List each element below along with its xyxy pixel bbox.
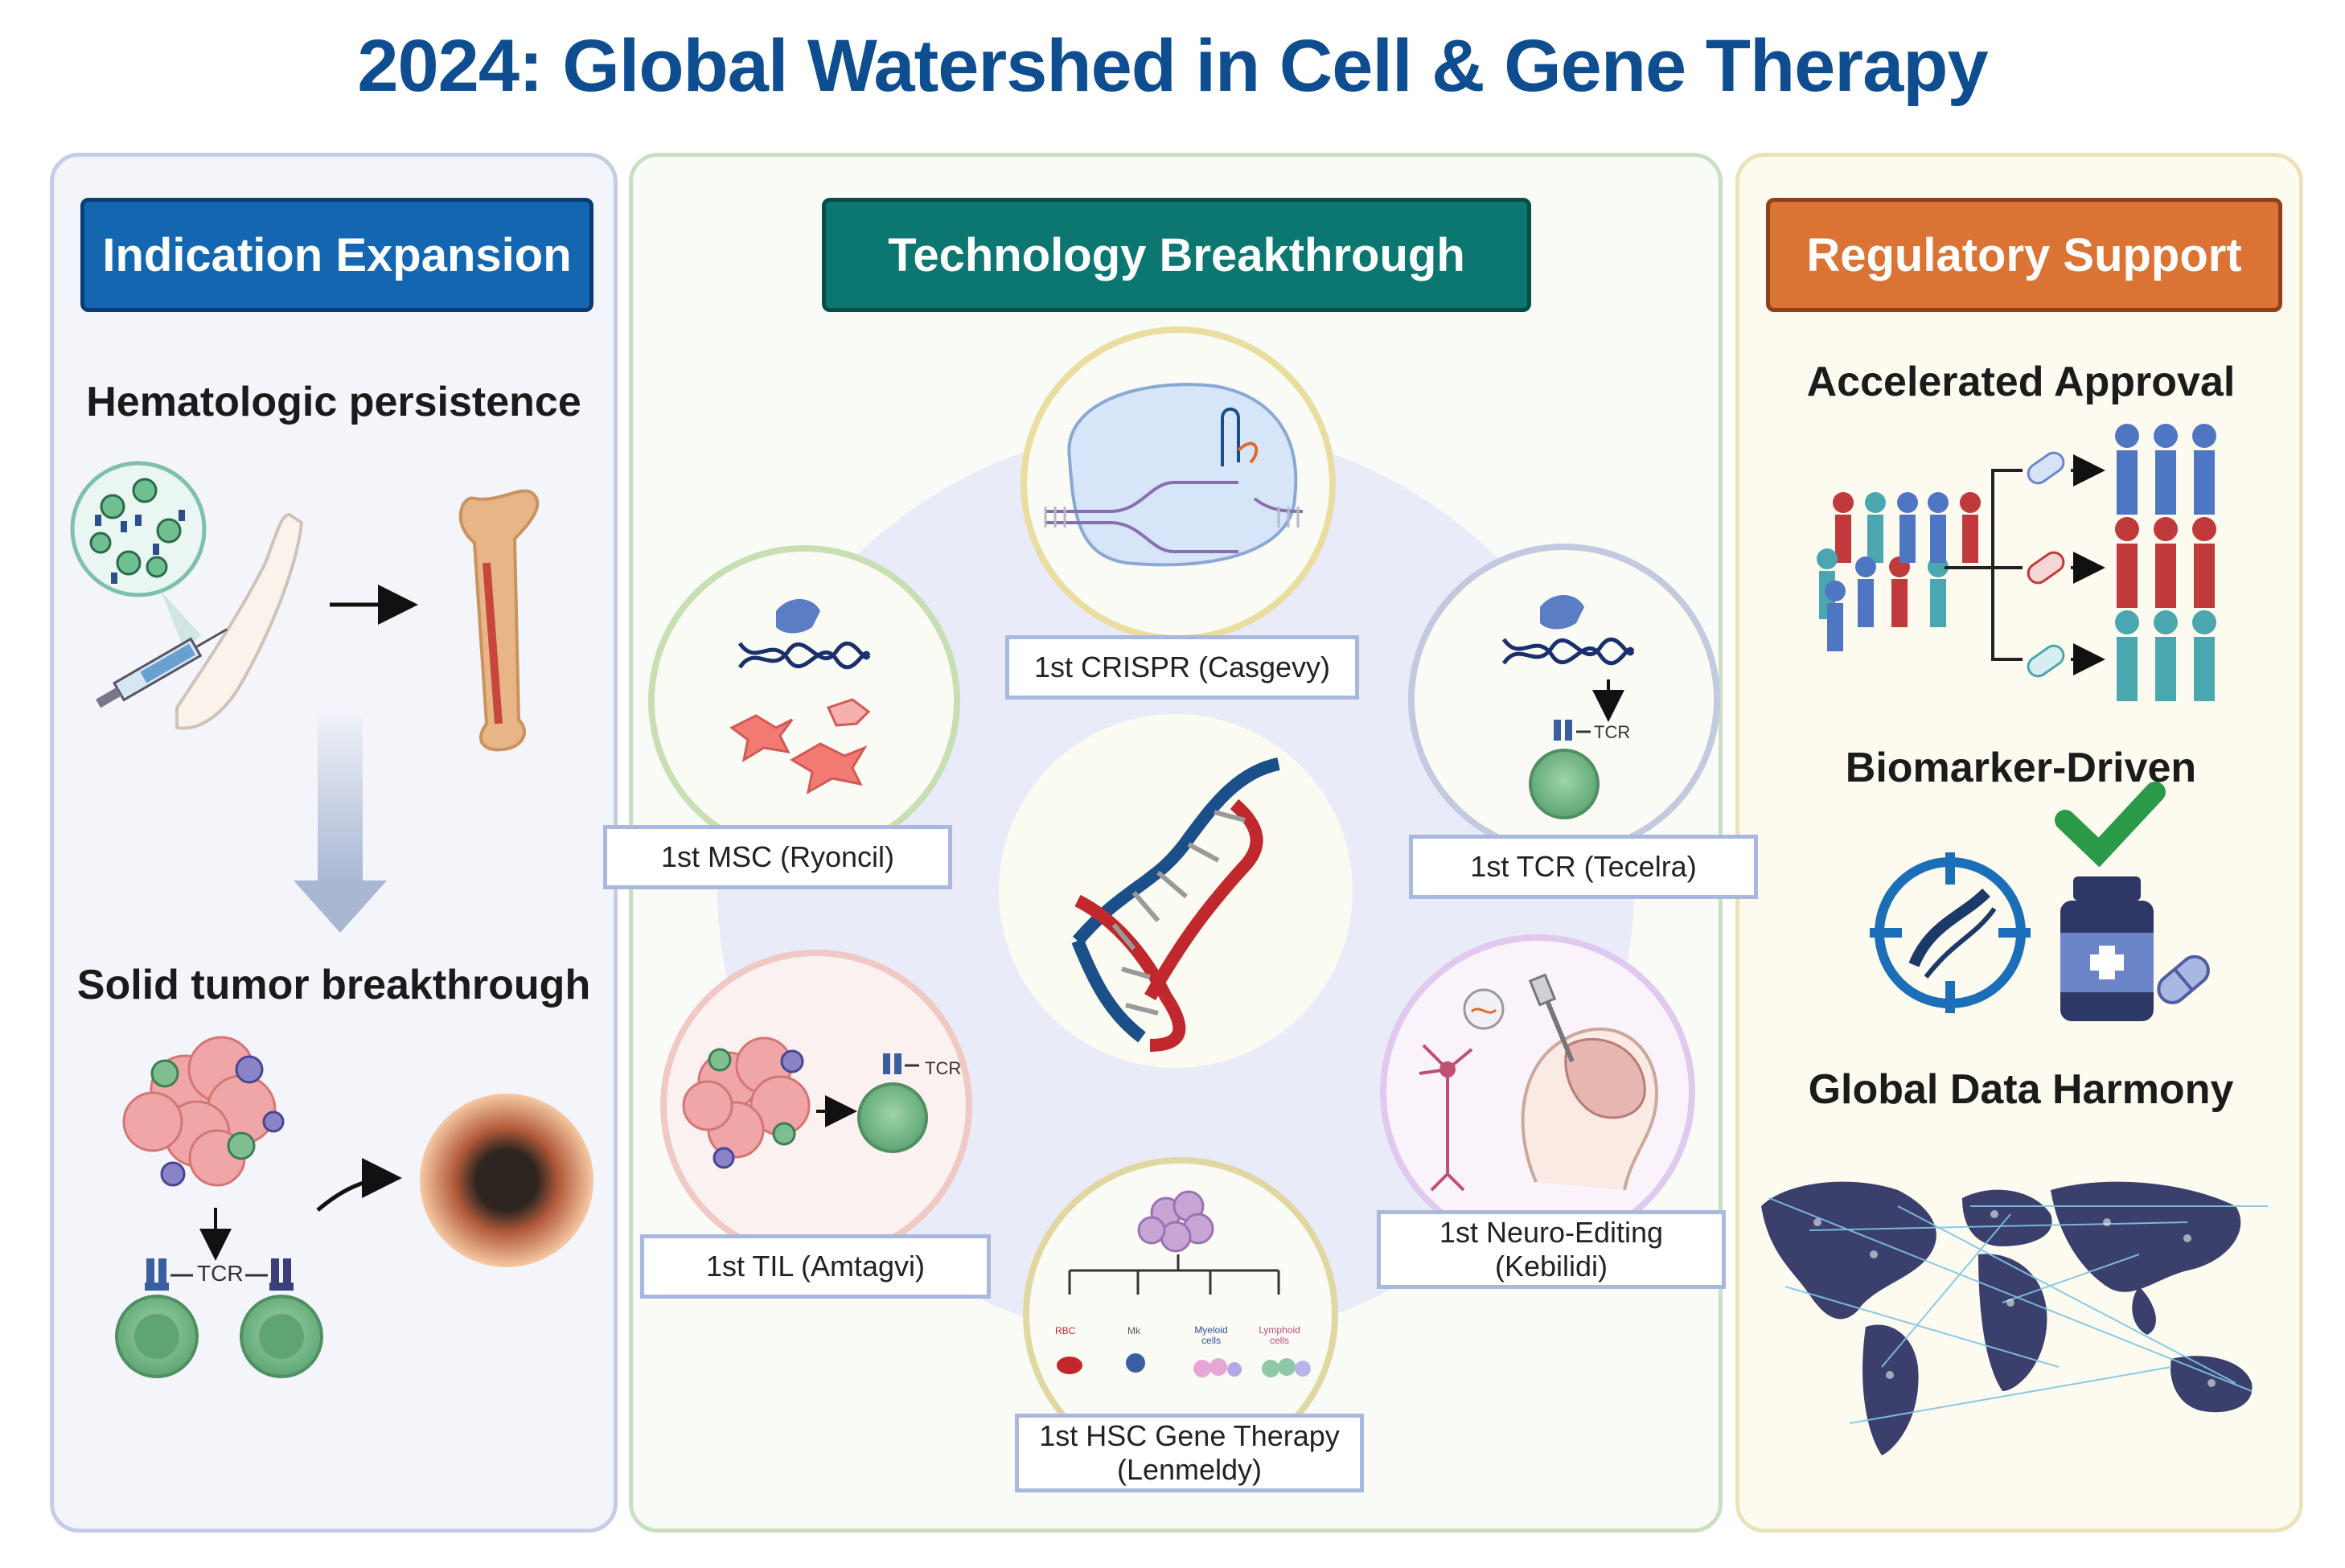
capsule-icon bbox=[2157, 954, 2210, 1004]
lineage-lymphoid-label: Lymphoid cells bbox=[1259, 1324, 1300, 1346]
indication-expansion-header: Indication Expansion bbox=[80, 198, 593, 312]
blood-sample-icon bbox=[70, 461, 207, 597]
hsc-cluster-icon bbox=[1137, 1190, 1214, 1253]
milestone-crispr: 1st CRISPR (Casgevy) bbox=[1005, 635, 1359, 700]
dna-helix-icon bbox=[1071, 757, 1280, 1052]
global-data-harmony-heading: Global Data Harmony bbox=[1808, 1066, 2234, 1113]
hematologic-persistence-heading: Hematologic persistence bbox=[86, 379, 581, 425]
t-cell-icon bbox=[240, 1258, 323, 1378]
medicine-bottle-icon bbox=[2060, 876, 2154, 1021]
patient-crowd-icon bbox=[1817, 492, 1981, 651]
pill-icon bbox=[2027, 451, 2065, 678]
regulatory-support-header: Regulatory Support bbox=[1766, 198, 2282, 312]
lineage-mk-label: Mk bbox=[1127, 1325, 1140, 1336]
msc-cell-icon bbox=[729, 698, 871, 794]
hematologic-illustration bbox=[70, 461, 540, 933]
target-icon bbox=[1870, 852, 2031, 1013]
t-cell-icon bbox=[857, 1082, 928, 1153]
solid-tumor-heading: Solid tumor breakthrough bbox=[76, 962, 591, 1008]
msc-circle bbox=[648, 545, 960, 857]
tcr-label: TCR bbox=[925, 1058, 962, 1078]
biomarker-illustration bbox=[1870, 782, 2210, 1021]
lineage-myeloid-label: Myeloid cells bbox=[1194, 1324, 1228, 1346]
accelerated-approval-illustration bbox=[1817, 424, 2216, 701]
check-icon bbox=[2055, 782, 2166, 868]
lineage-rbc-label: RBC bbox=[1055, 1325, 1076, 1336]
technology-hub bbox=[648, 326, 1720, 1472]
arm-icon bbox=[175, 512, 304, 730]
biomarker-driven-heading: Biomarker-Driven bbox=[1845, 745, 2197, 791]
global-data-illustration bbox=[1761, 1181, 2268, 1455]
t-cell-icon bbox=[1529, 749, 1600, 819]
t-cell-icon bbox=[115, 1258, 199, 1378]
syringe-icon bbox=[96, 628, 228, 708]
technology-breakthrough-header: Technology Breakthrough bbox=[822, 198, 1531, 312]
bone-marrow-icon bbox=[458, 489, 540, 752]
accelerated-approval-heading: Accelerated Approval bbox=[1806, 359, 2236, 405]
transition-arrow-icon bbox=[294, 716, 387, 933]
tcr-label: TCR bbox=[1594, 722, 1631, 742]
milestone-tcr: 1st TCR (Tecelra) bbox=[1409, 835, 1758, 899]
solid-tumor-illustration bbox=[115, 1036, 593, 1378]
milestone-hsc: 1st HSC Gene Therapy (Lenmeldy) bbox=[1015, 1414, 1364, 1492]
milestone-msc: 1st MSC (Ryoncil) bbox=[603, 825, 952, 889]
milestone-til: 1st TIL (Amtagvi) bbox=[640, 1234, 991, 1299]
milestone-neuro-editing: 1st Neuro-Editing (Kebilidi) bbox=[1377, 1210, 1726, 1289]
page-title: 2024: Global Watershed in Cell & Gene Th… bbox=[357, 25, 1988, 107]
tumor-lesion-icon bbox=[420, 1094, 593, 1267]
neuron-icon bbox=[1419, 1044, 1473, 1192]
tcr-label: TCR bbox=[197, 1261, 244, 1286]
